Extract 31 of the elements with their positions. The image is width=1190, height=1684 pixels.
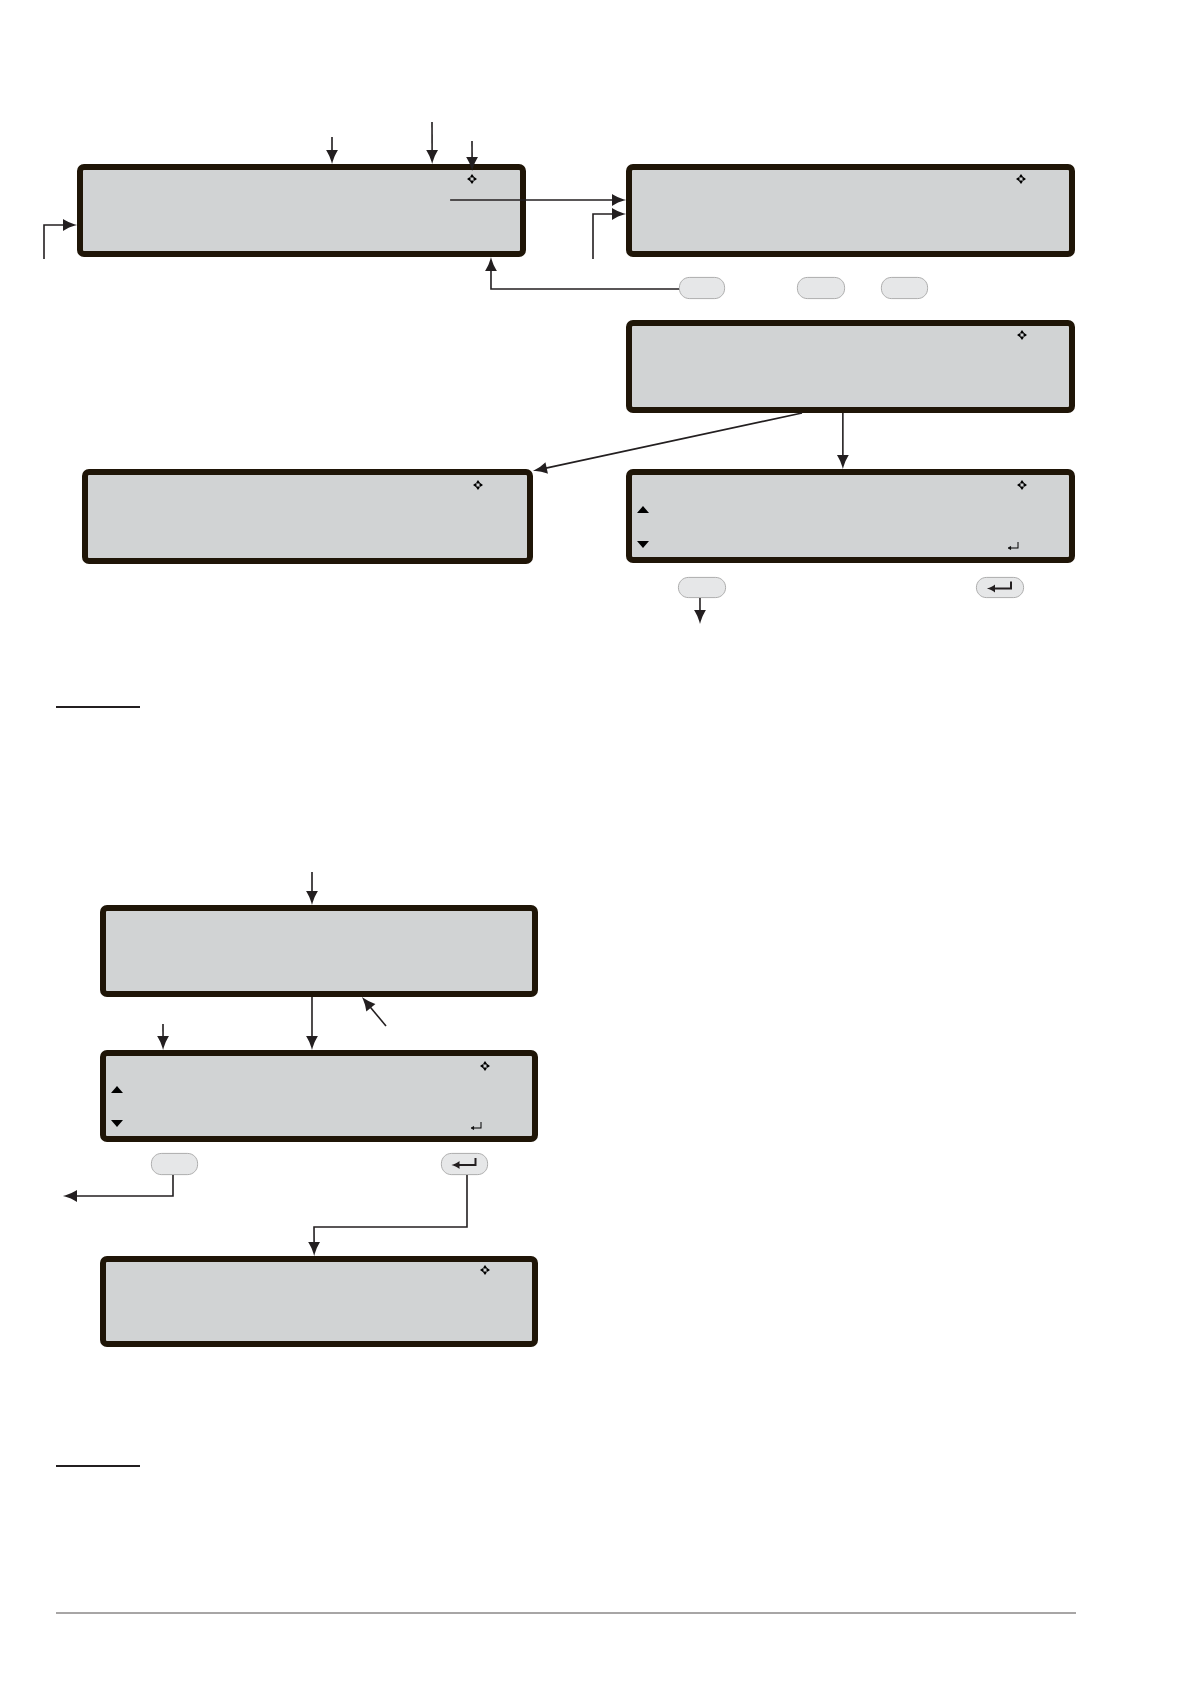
lcd-screen: [626, 320, 1075, 413]
arrow: [43, 219, 75, 260]
arrow: [592, 208, 624, 260]
arrow: [65, 1174, 174, 1202]
arrow: [449, 194, 624, 206]
arrow: [157, 1023, 169, 1048]
lcd-screen: [100, 905, 538, 997]
lcd-screen: [82, 469, 533, 564]
lcd-screen: [626, 164, 1075, 257]
keypad-button: [881, 277, 928, 299]
arrow: [426, 121, 438, 162]
arrow: [485, 259, 680, 290]
arrow: [837, 412, 849, 467]
arrow: [363, 998, 387, 1027]
lcd-screen: [626, 469, 1075, 563]
keypad-button: [151, 1153, 198, 1175]
keypad-button: [679, 277, 725, 299]
lcd-screen: [100, 1256, 538, 1347]
arrow: [308, 1174, 468, 1254]
arrow: [306, 871, 318, 903]
arrow: [694, 597, 706, 622]
arrow: [326, 136, 338, 162]
arrow: [466, 140, 478, 169]
keypad-button: [797, 277, 845, 299]
arrow: [306, 996, 318, 1048]
arrow: [535, 412, 803, 474]
keypad-button: [678, 577, 726, 598]
keypad-button: [976, 577, 1024, 598]
keypad-button: [441, 1153, 488, 1175]
lcd-screen: [77, 164, 526, 257]
lcd-screen: [100, 1050, 538, 1142]
